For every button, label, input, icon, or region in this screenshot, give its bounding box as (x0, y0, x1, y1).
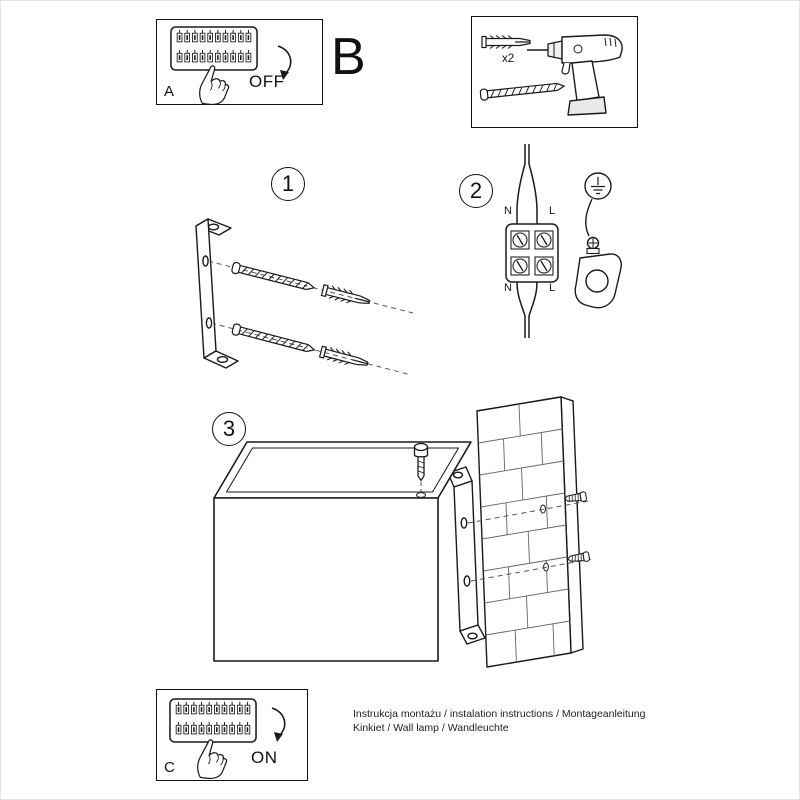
section-b-label: B (331, 28, 366, 86)
wall-plug-icon (481, 34, 531, 50)
turn-on-arrow-icon (271, 707, 286, 743)
terminal-label-n-top: N (504, 205, 512, 217)
footer-line-product: Kinkiet / Wall lamp / Wandleuchte (353, 722, 509, 734)
drill-icon (527, 34, 623, 116)
power-state-label: OFF (249, 72, 285, 91)
bolt-hole (416, 492, 426, 498)
box-c-label: C (164, 759, 175, 776)
tools-box: x2 (471, 16, 638, 128)
lamp-bracket-icon (447, 466, 486, 645)
terminal-label-l-bottom: L (548, 282, 556, 294)
step-2-number: 2 (459, 174, 493, 208)
terminal-block-icon (505, 223, 559, 283)
panel-power-off: OFF A (156, 19, 323, 106)
wall-plug-quantity: x2 (502, 53, 515, 65)
footer-line-instructions: Instrukcja montażu / instalation instruc… (353, 708, 646, 720)
step-3-number: 3 (212, 412, 246, 446)
supply-wires (516, 144, 538, 224)
earth-connection-icon (574, 172, 622, 309)
power-state-label: ON (251, 748, 278, 767)
box-a-label: A (164, 83, 175, 100)
brick-wall-icon (476, 396, 584, 668)
output-wires (516, 281, 538, 338)
wall-screw-icon (566, 551, 590, 562)
wall-screw-icon (563, 491, 587, 502)
step-1-number: 1 (271, 167, 305, 201)
step3-illustration (213, 396, 593, 668)
panel-power-on: ON C (156, 689, 308, 781)
assembly-guide-lines (467, 500, 593, 582)
mounting-bracket-icon (195, 218, 239, 369)
footer-text: Instrukcja montażu / instalation instruc… (353, 707, 783, 735)
step2-illustration (505, 144, 622, 338)
brick-pattern (478, 403, 570, 663)
cube-lamp-icon (213, 441, 472, 662)
terminal-label-n-bottom: N (504, 282, 512, 294)
screw-icon (479, 80, 566, 102)
wall-plug-icon (320, 283, 372, 309)
pointing-hand-icon (199, 65, 230, 106)
fixing-bolt-icon (413, 442, 429, 482)
tools-illustration (479, 34, 623, 116)
terminal-label-l-top: L (548, 205, 556, 217)
pointing-hand-icon (197, 739, 228, 780)
step1-illustration (195, 218, 414, 376)
assembly-guide-lines (207, 260, 414, 376)
